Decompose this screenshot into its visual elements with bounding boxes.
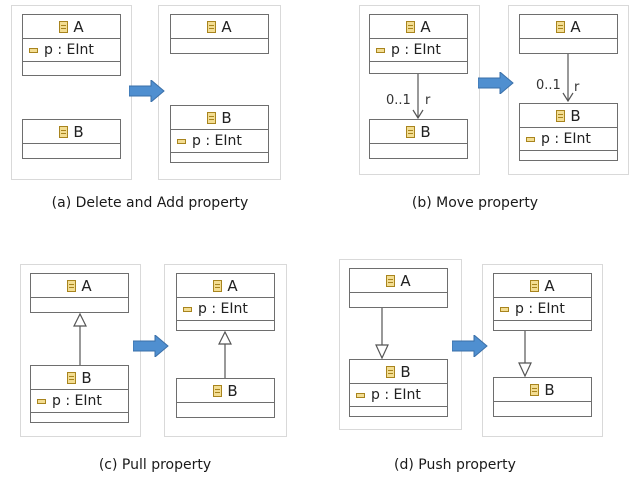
- attribute-icon: [526, 136, 535, 142]
- class-icon: [386, 274, 396, 287]
- attribute-label: p : EInt: [391, 42, 441, 58]
- class-icon: [59, 125, 69, 138]
- caption-c: (c) Pull property: [98, 457, 212, 473]
- class-name: A: [544, 276, 555, 295]
- class-name: B: [570, 106, 581, 125]
- attribute-label: p : EInt: [198, 301, 248, 317]
- class-a-box: A p : EInt: [493, 273, 592, 331]
- class-name: B: [221, 108, 232, 127]
- class-name: B: [544, 380, 555, 399]
- attribute-icon: [37, 398, 46, 404]
- attribute-icon: [177, 138, 186, 144]
- class-icon: [386, 365, 396, 378]
- caption-b: (b) Move property: [411, 195, 539, 211]
- class-name: B: [420, 122, 431, 141]
- class-b-box: B p : EInt: [349, 359, 448, 417]
- association-arrow: [562, 54, 574, 103]
- class-icon: [530, 279, 540, 292]
- right-arrow-icon: [478, 72, 514, 94]
- right-arrow-icon: [133, 335, 169, 357]
- class-b-box: B: [493, 377, 592, 417]
- right-arrow-icon: [452, 335, 488, 357]
- class-icon: [59, 20, 69, 33]
- class-name: B: [400, 362, 411, 381]
- class-b-box: B p : EInt: [170, 105, 269, 163]
- multiplicity-label: 0..1: [536, 78, 561, 93]
- attribute-label: p : EInt: [52, 393, 102, 409]
- association-arrow: [412, 74, 424, 120]
- attribute-label: p : EInt: [371, 387, 421, 403]
- class-a-box: A: [519, 14, 618, 54]
- class-name: A: [400, 271, 411, 290]
- class-b-box: B: [369, 119, 468, 159]
- class-a-box: A p : EInt: [176, 273, 275, 331]
- class-icon: [213, 384, 223, 397]
- class-icon: [67, 371, 77, 384]
- class-name: B: [227, 381, 238, 400]
- class-name: B: [73, 122, 84, 141]
- class-icon: [213, 279, 223, 292]
- attribute-label: p : EInt: [541, 131, 591, 147]
- class-a-box: A: [30, 273, 129, 313]
- class-a-box: A: [349, 268, 448, 308]
- class-icon: [406, 20, 416, 33]
- class-b-box: B p : EInt: [30, 365, 129, 423]
- class-name: A: [81, 276, 92, 295]
- attribute-label: p : EInt: [192, 133, 242, 149]
- generalization-arrow: [375, 308, 389, 359]
- class-icon: [530, 383, 540, 396]
- class-name: B: [81, 368, 92, 387]
- class-icon: [207, 20, 217, 33]
- class-a-box: A p : EInt: [369, 14, 468, 74]
- class-icon: [556, 20, 566, 33]
- attribute-icon: [183, 306, 192, 312]
- class-a-box: A: [170, 14, 269, 54]
- attribute-icon: [500, 306, 509, 312]
- class-name: A: [73, 17, 84, 36]
- class-a-box: A p : EInt: [22, 14, 121, 76]
- class-name: A: [420, 17, 431, 36]
- caption-d: (d) Push property: [394, 457, 516, 473]
- generalization-arrow: [518, 331, 532, 377]
- attribute-label: p : EInt: [515, 301, 565, 317]
- class-b-box: B: [176, 378, 275, 418]
- role-label: r: [425, 93, 431, 108]
- attribute-icon: [376, 47, 385, 53]
- right-arrow-icon: [129, 80, 165, 102]
- class-icon: [67, 279, 77, 292]
- class-name: A: [221, 17, 232, 36]
- multiplicity-label: 0..1: [386, 93, 411, 108]
- class-icon: [406, 125, 416, 138]
- class-name: A: [227, 276, 238, 295]
- class-icon: [556, 109, 566, 122]
- attribute-icon: [29, 47, 38, 53]
- generalization-arrow: [218, 331, 232, 378]
- role-label: r: [574, 80, 580, 95]
- class-b-box: B p : EInt: [519, 103, 618, 161]
- attribute-icon: [356, 392, 365, 398]
- class-icon: [207, 111, 217, 124]
- class-b-box: B: [22, 119, 121, 159]
- class-name: A: [570, 17, 581, 36]
- caption-a: (a) Delete and Add property: [51, 195, 249, 211]
- attribute-label: p : EInt: [44, 42, 94, 58]
- generalization-arrow: [73, 313, 87, 365]
